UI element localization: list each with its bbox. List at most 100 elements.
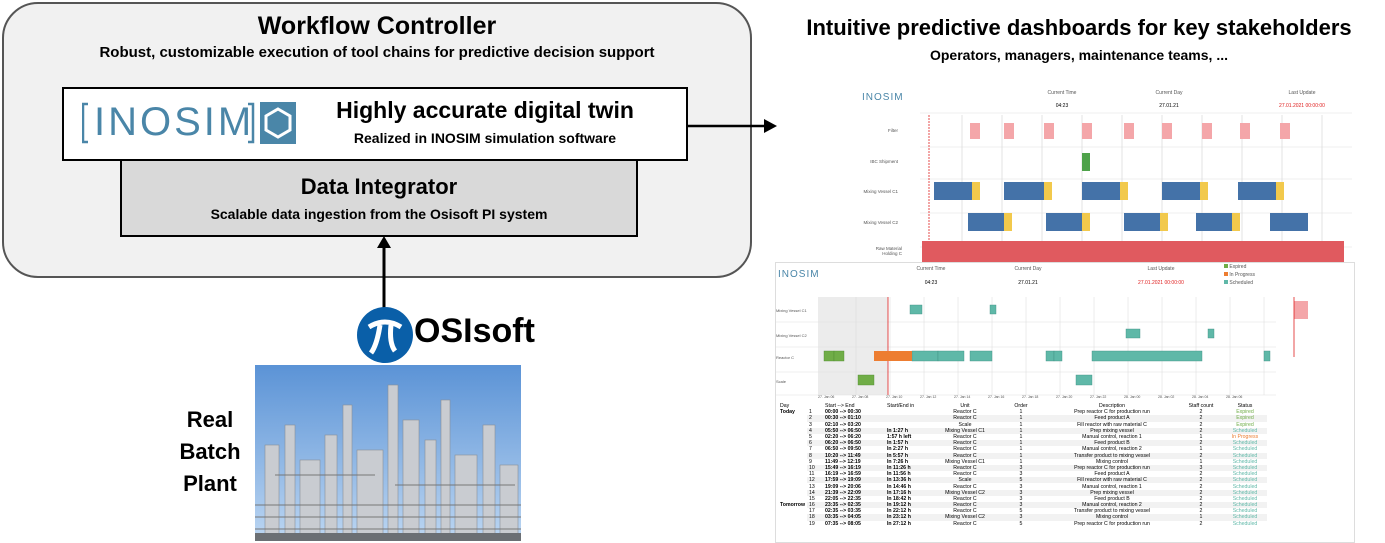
cell-order: 3 [1019, 471, 1023, 478]
cell-index: 17 [808, 508, 815, 515]
header-staff-count: Staff count [1188, 403, 1214, 410]
digital-twin-box [62, 87, 688, 161]
header-start-end-in: Start/End in [886, 403, 915, 410]
cell-start-end: 02:20 --> 06:20 [824, 434, 861, 441]
cell-day: Today [780, 409, 795, 416]
cell-start-end-in: In 27:12 h [886, 520, 911, 527]
header-unit: Unit [960, 403, 970, 410]
data-integrator-box [120, 161, 638, 237]
plant-photo-graphic [255, 365, 521, 541]
plant-label-line3: Plant [183, 471, 237, 496]
dashboard-bottom-last-update-label: Last Update [1147, 266, 1175, 272]
cell-index: 19 [808, 520, 815, 527]
cell-status: Scheduled [1232, 495, 1258, 502]
dashboard-top-gantt-chart [920, 112, 1352, 263]
cell-unit: Scale [932, 477, 997, 484]
cell-start-end: 17:59 --> 19:09 [822, 477, 885, 484]
inosim-logo-graphic [81, 102, 296, 144]
cell-description: Prep reactor C for production run [1074, 409, 1150, 416]
osisoft-logo-text: OSIsoft [414, 312, 535, 350]
cell-staff-count: 2 [1178, 477, 1223, 484]
cell-start-end-in: In 11:56 h [886, 471, 911, 478]
gantt-top-row-label-3: Mixing Vessel C1 [863, 189, 898, 194]
cell-description: Feed product B [1044, 440, 1179, 447]
legend-in-progress: In Progress [1224, 272, 1255, 280]
cell-start-end: 07:35 --> 08:05 [824, 520, 861, 527]
cell-unit: Reactor C [953, 409, 977, 416]
gantt-top-row-label-5: Raw Material Holding C [875, 246, 902, 256]
cell-unit: Mixing Vessel C1 [932, 427, 997, 434]
cell-description: Manual control, reaction 2 [1082, 446, 1142, 453]
cell-unit: Reactor C [932, 415, 997, 422]
workflow-controller-title: Workflow Controller [257, 12, 497, 40]
cell-status: Scheduled [1222, 452, 1267, 459]
cell-index: 16 [806, 502, 823, 509]
dashboard-top-current-time-label: Current Time [1047, 90, 1077, 96]
cell-start-end: 22:05 --> 22:35 [824, 495, 861, 502]
cell-status: Scheduled [1232, 483, 1258, 490]
dashboard-top-current-day: 27.01.21 [1159, 103, 1179, 109]
gantt-top-row-label-2: IBC Shipment [870, 159, 898, 164]
gantt-bottom-row-label-3: Reactor C [776, 355, 795, 360]
cell-description: Transfer product to mixing vessel [1044, 452, 1179, 459]
cell-status: Scheduled [1232, 520, 1258, 527]
cell-unit: Reactor C [932, 502, 997, 509]
cell-order: 3 [996, 464, 1045, 472]
cell-order: 3 [1019, 495, 1023, 502]
gantt-bottom-row-label-4: Scale [776, 379, 787, 384]
cell-status: Scheduled [1222, 427, 1267, 434]
cell-unit: Mixing Vessel C1 [945, 458, 985, 465]
cell-status: Scheduled [1222, 477, 1267, 484]
cell-index: 18 [806, 514, 823, 521]
cell-staff-count: 2 [1199, 483, 1203, 490]
schedule-header-row: Day Start --> End Start/End in Unit Orde… [778, 403, 1267, 409]
dashboard-top-current-time: 04:23 [1055, 103, 1069, 109]
cell-description: Mixing control [1095, 458, 1128, 465]
vessel-c1-bars [934, 182, 1284, 200]
cell-staff-count: 2 [1199, 471, 1203, 478]
cell-index: 15 [808, 495, 815, 502]
cell-description: Transfer product to mixing vessel [1073, 508, 1151, 515]
cell-status: Scheduled [1222, 502, 1267, 509]
cell-start-end: 21:39 --> 22:09 [822, 489, 885, 496]
cell-start-end-in: In 22:12 h [886, 508, 911, 515]
arrow-right-icon [688, 119, 777, 133]
cell-status: Expired [1222, 415, 1267, 422]
cell-unit: Reactor C [953, 471, 977, 478]
cell-index: 12 [806, 477, 823, 484]
cell-order: 5 [1019, 508, 1023, 515]
cell-day: Tomorrow [780, 502, 805, 509]
cell-order: 3 [1019, 483, 1023, 490]
header-description: Description [1099, 403, 1125, 410]
digital-twin-subtitle: Realized in INOSIM simulation software [353, 130, 617, 146]
cell-unit: Reactor C [932, 452, 997, 459]
cell-status: Scheduled [1232, 446, 1258, 453]
shipment-bar [1082, 153, 1090, 171]
cell-unit: Reactor C [932, 464, 997, 472]
header-day: Day [780, 403, 790, 410]
schedule-table: Day Start --> End Start/End in Unit Orde… [778, 403, 1267, 527]
cell-start-end-in: In 19:12 h [884, 502, 933, 509]
dashboard-top-last-update: 27.01.2021 00:00:00 [1279, 103, 1325, 109]
dashboard-gantt-bottom: INOSIM Current Time 04:23 Current Day 27… [775, 262, 1355, 543]
cell-start-end-in: In 13:36 h [884, 477, 933, 484]
hexagon-logo-icon [260, 102, 296, 144]
holding-bar [922, 241, 1344, 263]
arrow-up-icon [377, 236, 391, 310]
cell-index: 9 [808, 458, 812, 465]
dashboard-top-last-update-label: Last Update [1288, 90, 1316, 96]
gantt-bottom-row-label-1: Mixing Vessel C1 [776, 308, 807, 313]
cell-start-end: 23:35 --> 02:35 [822, 502, 885, 509]
inosim-logo: INOSIM [81, 98, 297, 148]
dashboard-bottom-last-update: 27.01.2021 00:00:00 [1138, 280, 1184, 286]
dashboards-subtitle: Operators, managers, maintenance teams, … [929, 47, 1228, 63]
legend-expired: Expired [1224, 264, 1255, 272]
cell-staff-count: 2 [1178, 427, 1223, 434]
